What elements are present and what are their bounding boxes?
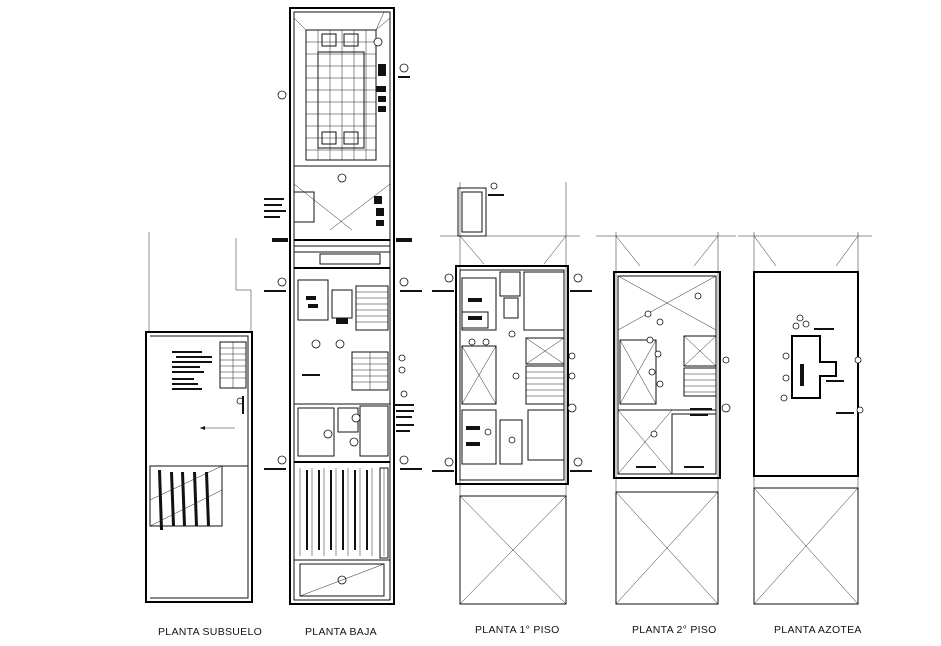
plan-azotea: PLANTA AZOTEA xyxy=(738,232,872,636)
plan-title-subsuelo: PLANTA SUBSUELO xyxy=(158,626,262,638)
plan-title-piso1: PLANTA 1° PISO xyxy=(475,624,560,636)
plan-title-baja: PLANTA BAJA xyxy=(305,626,377,638)
plan-piso1: PLANTA 1° PISO xyxy=(432,182,592,636)
plan-baja: PLANTA BAJA xyxy=(264,7,422,638)
plan-subsuelo: PLANTA SUBSUELO xyxy=(145,232,262,638)
plan-piso2: PLANTA 2° PISO xyxy=(596,232,736,636)
plan-title-piso2: PLANTA 2° PISO xyxy=(632,624,717,636)
plan-title-azotea: PLANTA AZOTEA xyxy=(774,624,862,636)
